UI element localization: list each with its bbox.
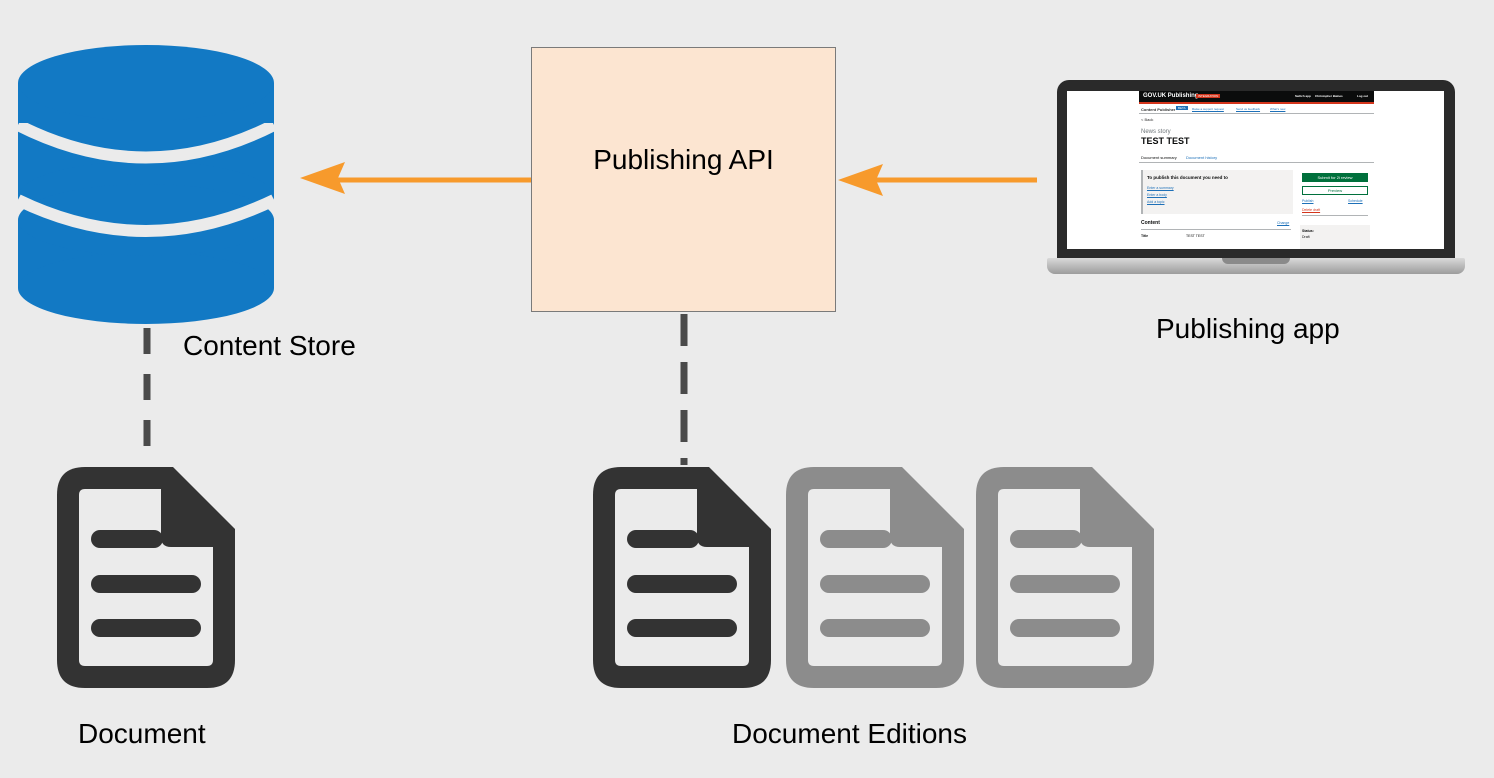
screen-logout: Log out — [1357, 94, 1368, 98]
screen-submit-button: Submit for 2i review — [1302, 173, 1368, 182]
screen-header-stripe — [1139, 102, 1374, 104]
document-editions-label: Document Editions — [732, 718, 968, 749]
publishing-app-label: Publishing app — [1156, 313, 1340, 344]
screen-content-divider — [1141, 229, 1291, 230]
screen-requirements-panel — [1141, 170, 1293, 214]
laptop-screen: GOV.UK Publishing INTEGRATION Switch app… — [1067, 91, 1444, 249]
screen-tab: Document history — [1186, 155, 1218, 160]
screen-nav-link: What's new — [1270, 107, 1286, 111]
arrow-api-to-content-store — [300, 162, 531, 194]
screen-brand: GOV.UK Publishing — [1143, 93, 1199, 99]
screen-status-value: Draft — [1302, 235, 1310, 239]
screen-app-name: Content Publisher — [1141, 107, 1176, 112]
screen-title: TEST TEST — [1141, 136, 1190, 146]
screen-caption: News story — [1141, 129, 1171, 135]
screen-nav-link: Raise a support request — [1192, 107, 1224, 111]
screen-panel-link: Enter a body — [1147, 193, 1167, 197]
screen-field-label: Title — [1141, 234, 1149, 238]
content-store-label: Content Store — [183, 330, 356, 361]
screen-back-link: < Back — [1141, 117, 1154, 122]
laptop-notch — [1222, 258, 1290, 264]
arrow-app-to-api — [838, 164, 1037, 196]
screen-sidebar-divider — [1302, 215, 1368, 216]
document-label: Document — [78, 718, 206, 749]
screen-status-label: Status: — [1302, 229, 1314, 233]
screen-content-heading: Content — [1141, 220, 1160, 226]
screen-user: Christopher Baines — [1315, 94, 1343, 98]
screen-tab: Document summary — [1141, 155, 1177, 160]
screen-panel-link: Enter a summary — [1147, 186, 1174, 190]
screen-preview-button: Preview — [1302, 186, 1368, 195]
screen-field-value: TEST TEST — [1186, 234, 1205, 238]
screen-panel-link: Add a topic — [1147, 200, 1165, 204]
publishing-api-label: Publishing API — [593, 143, 774, 175]
document-edition-icon-current — [593, 467, 771, 688]
screen-schedule-link: Schedule — [1348, 199, 1363, 203]
document-edition-icon-previous-2 — [976, 467, 1154, 688]
publishing-api-box: Publishing API — [531, 47, 836, 312]
screen-panel-heading: To publish this document you need to — [1147, 175, 1228, 180]
database-icon — [15, 45, 277, 324]
screen-status-box — [1300, 225, 1370, 249]
document-edition-icon-previous-1 — [786, 467, 964, 688]
screen-nav-link: Send us feedback — [1236, 107, 1261, 111]
screen-header-bar — [1139, 91, 1374, 102]
screen-env-badge: INTEGRATION — [1196, 94, 1221, 98]
screen-divider — [1139, 113, 1374, 114]
screen-tab-divider — [1139, 162, 1374, 163]
screen-change-link: Change — [1277, 221, 1290, 225]
document-icon — [57, 467, 235, 688]
screen-beta-tag: BETA — [1176, 106, 1188, 110]
laptop-base — [1047, 258, 1465, 274]
screen-switch-app: Switch app — [1295, 94, 1311, 98]
screen-publish-link: Publish — [1302, 199, 1314, 203]
screen-delete-link: Delete draft — [1302, 208, 1321, 212]
